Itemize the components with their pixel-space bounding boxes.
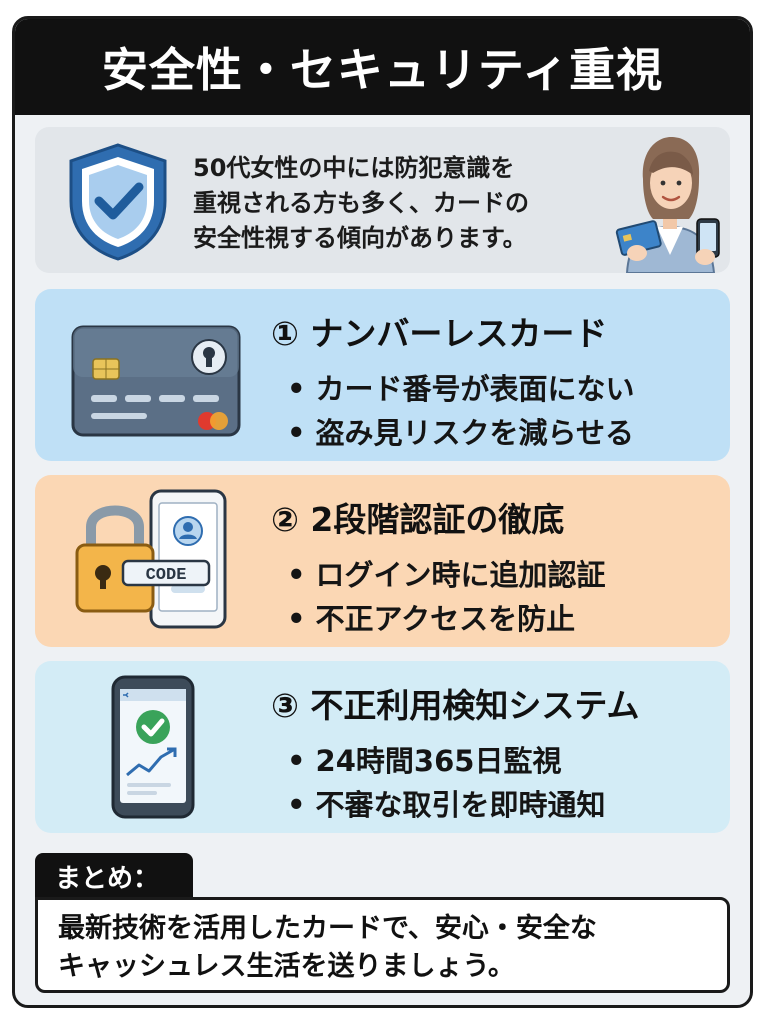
woman-with-card-illustration [615,137,720,273]
feature-bullet: 不正アクセスを防止 [287,597,606,641]
numberless-card-icon [71,325,241,437]
summary-box: 最新技術を活用したカードで、安心・安全な キャッシュレス生活を送りましょう。 [35,897,730,993]
intro-panel: 50代女性の中には防犯意識を 重視される方も多く、カードの 安全性視する傾向があ… [35,127,730,273]
summary-line: キャッシュレス生活を送りましょう。 [58,951,515,982]
feature-bullet: カード番号が表面にない [287,367,635,411]
feature-title: ② 2段階認証の徹底 [271,500,565,539]
feature-bullet: ログイン時に追加認証 [287,553,606,597]
shield-check-icon [69,143,167,261]
padlock-phone-code-icon: CODE [75,489,227,629]
feature-card-fraud-detection: ③ 不正利用検知システム 24時間365日監視 不審な取引を即時通知 [35,661,730,833]
feature-bullet: 不審な取引を即時通知 [287,783,606,827]
feature-bullet-list: ログイン時に追加認証 不正アクセスを防止 [287,553,606,641]
feature-title: ③ 不正利用検知システム [271,686,640,725]
feature-title: ① ナンバーレスカード [271,314,608,353]
feature-bullet-list: 24時間365日監視 不審な取引を即時通知 [287,739,606,827]
feature-bullet: 盗み見リスクを減らせる [287,411,635,455]
title-bar: 安全性・セキュリティ重視 [15,19,750,115]
code-label: CODE [146,566,187,585]
feature-bullet-list: カード番号が表面にない 盗み見リスクを減らせる [287,367,635,455]
summary-line: 最新技術を活用したカードで、安心・安全な [58,913,597,944]
feature-bullet: 24時間365日監視 [287,739,606,783]
intro-line: 安全性視する傾向があります。 [193,224,527,252]
infographic-frame: 安全性・セキュリティ重視 50代女性の中には防犯意識を 重視される方も多く、カー… [12,16,753,1008]
page-title: 安全性・セキュリティ重視 [101,43,664,97]
feature-card-numberless: ① ナンバーレスカード カード番号が表面にない 盗み見リスクを減らせる [35,289,730,461]
intro-line: 50代女性の中には防犯意識を [193,154,515,182]
intro-text: 50代女性の中には防犯意識を 重視される方も多く、カードの 安全性視する傾向があ… [193,151,613,256]
phone-monitoring-icon [111,675,195,819]
summary-label: まとめ： [35,853,193,899]
intro-line: 重視される方も多く、カードの [193,189,529,217]
feature-card-two-factor: CODE ② 2段階認証の徹底 ログイン時に追加認証 不正アクセスを防止 [35,475,730,647]
